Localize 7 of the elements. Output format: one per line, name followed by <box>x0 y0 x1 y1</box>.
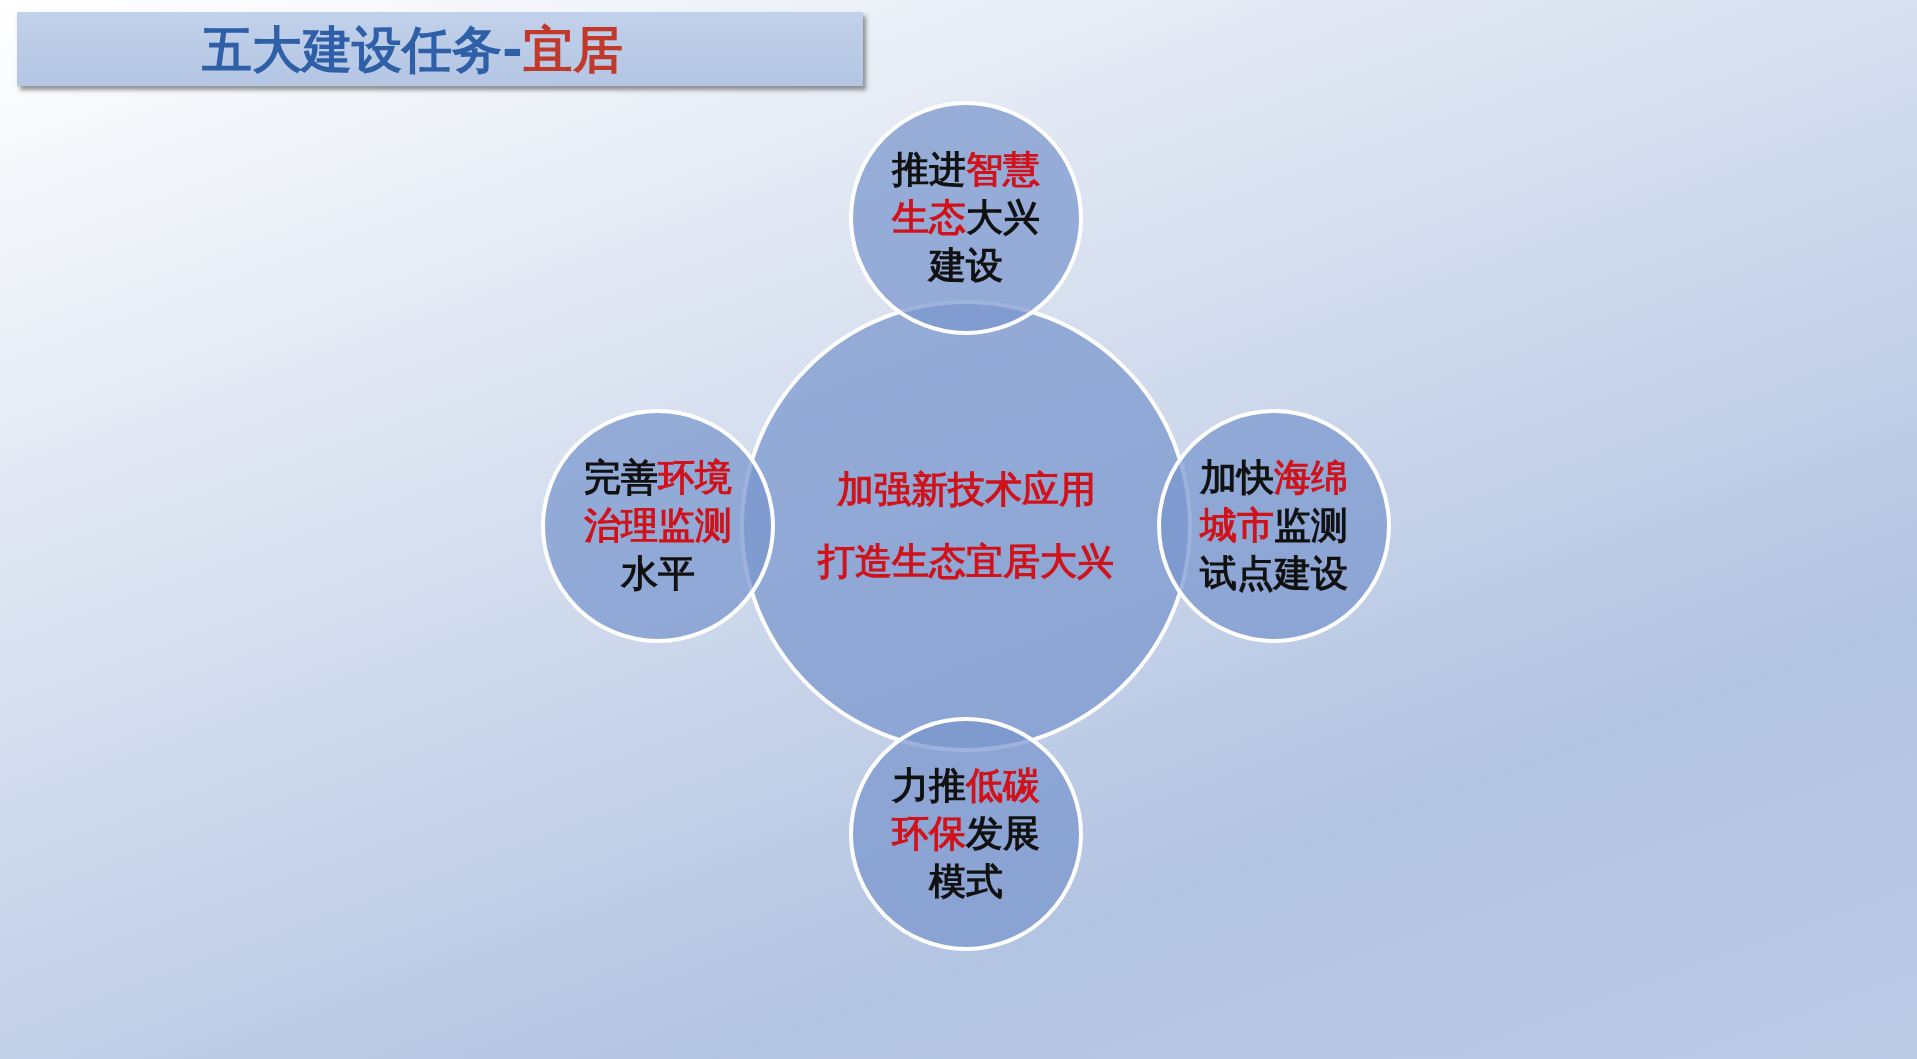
circle-text: 完善环境治理监测水平 <box>583 455 733 597</box>
center-text: 打造生态宜居大兴 <box>818 539 1114 585</box>
circle-text: 力推低碳环保发展模式 <box>891 763 1041 905</box>
title: 五大建设任务-宜居 <box>202 22 623 78</box>
center-text: 加强新技术应用 <box>836 467 1096 513</box>
circle-text: 推进智慧生态大兴建设 <box>891 147 1041 289</box>
circle-text: 加快海绵城市监测试点建设 <box>1199 455 1349 597</box>
